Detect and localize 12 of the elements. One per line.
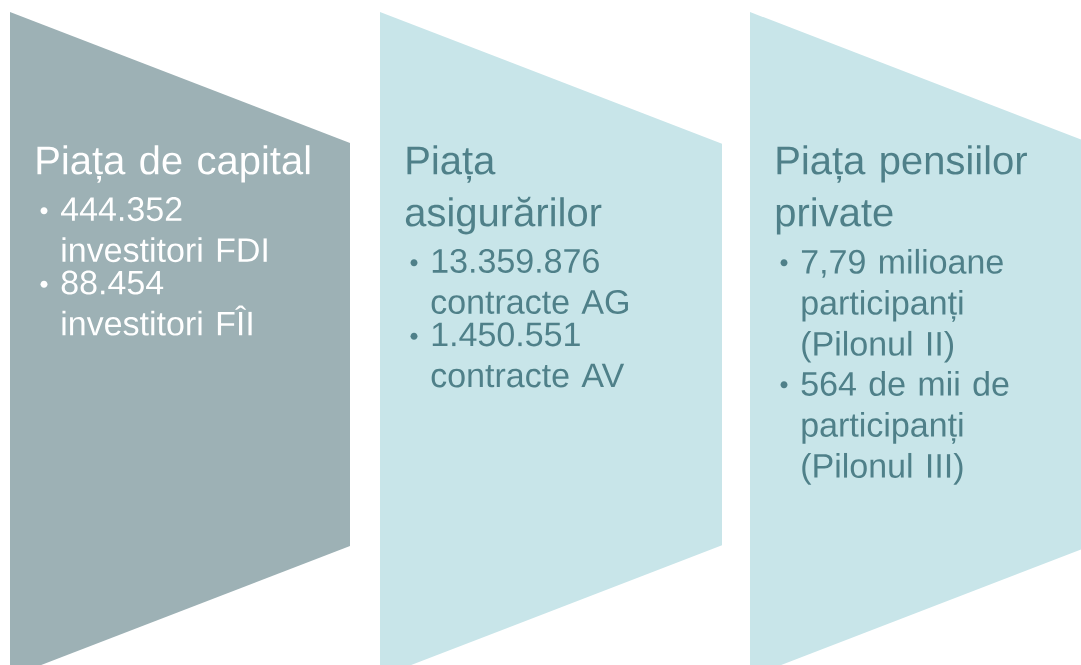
panel-heading: Piața asigurărilor — [405, 145, 602, 235]
chevron-panel — [750, 12, 1081, 665]
bullet-item: 444.352 investitori FDI — [40, 197, 267, 263]
chevron-panel — [10, 12, 350, 665]
bullet-item: 1.450.551 contracte AV — [410, 322, 625, 388]
bullet-item: 13.359.876 contracte AG — [410, 248, 628, 314]
panel-heading: Piața pensiilor private — [776, 145, 1027, 235]
bullet-item: 88.454 investitori FÎI — [40, 270, 252, 336]
bullet-item: 564 de mii de participanți (Pilonul III) — [780, 370, 1009, 485]
bullet-item: 7,79 milioane participanți (Pilonul II) — [780, 248, 1003, 363]
chevron-panel — [380, 12, 722, 665]
panel-heading: Piața de capital — [37, 145, 310, 183]
